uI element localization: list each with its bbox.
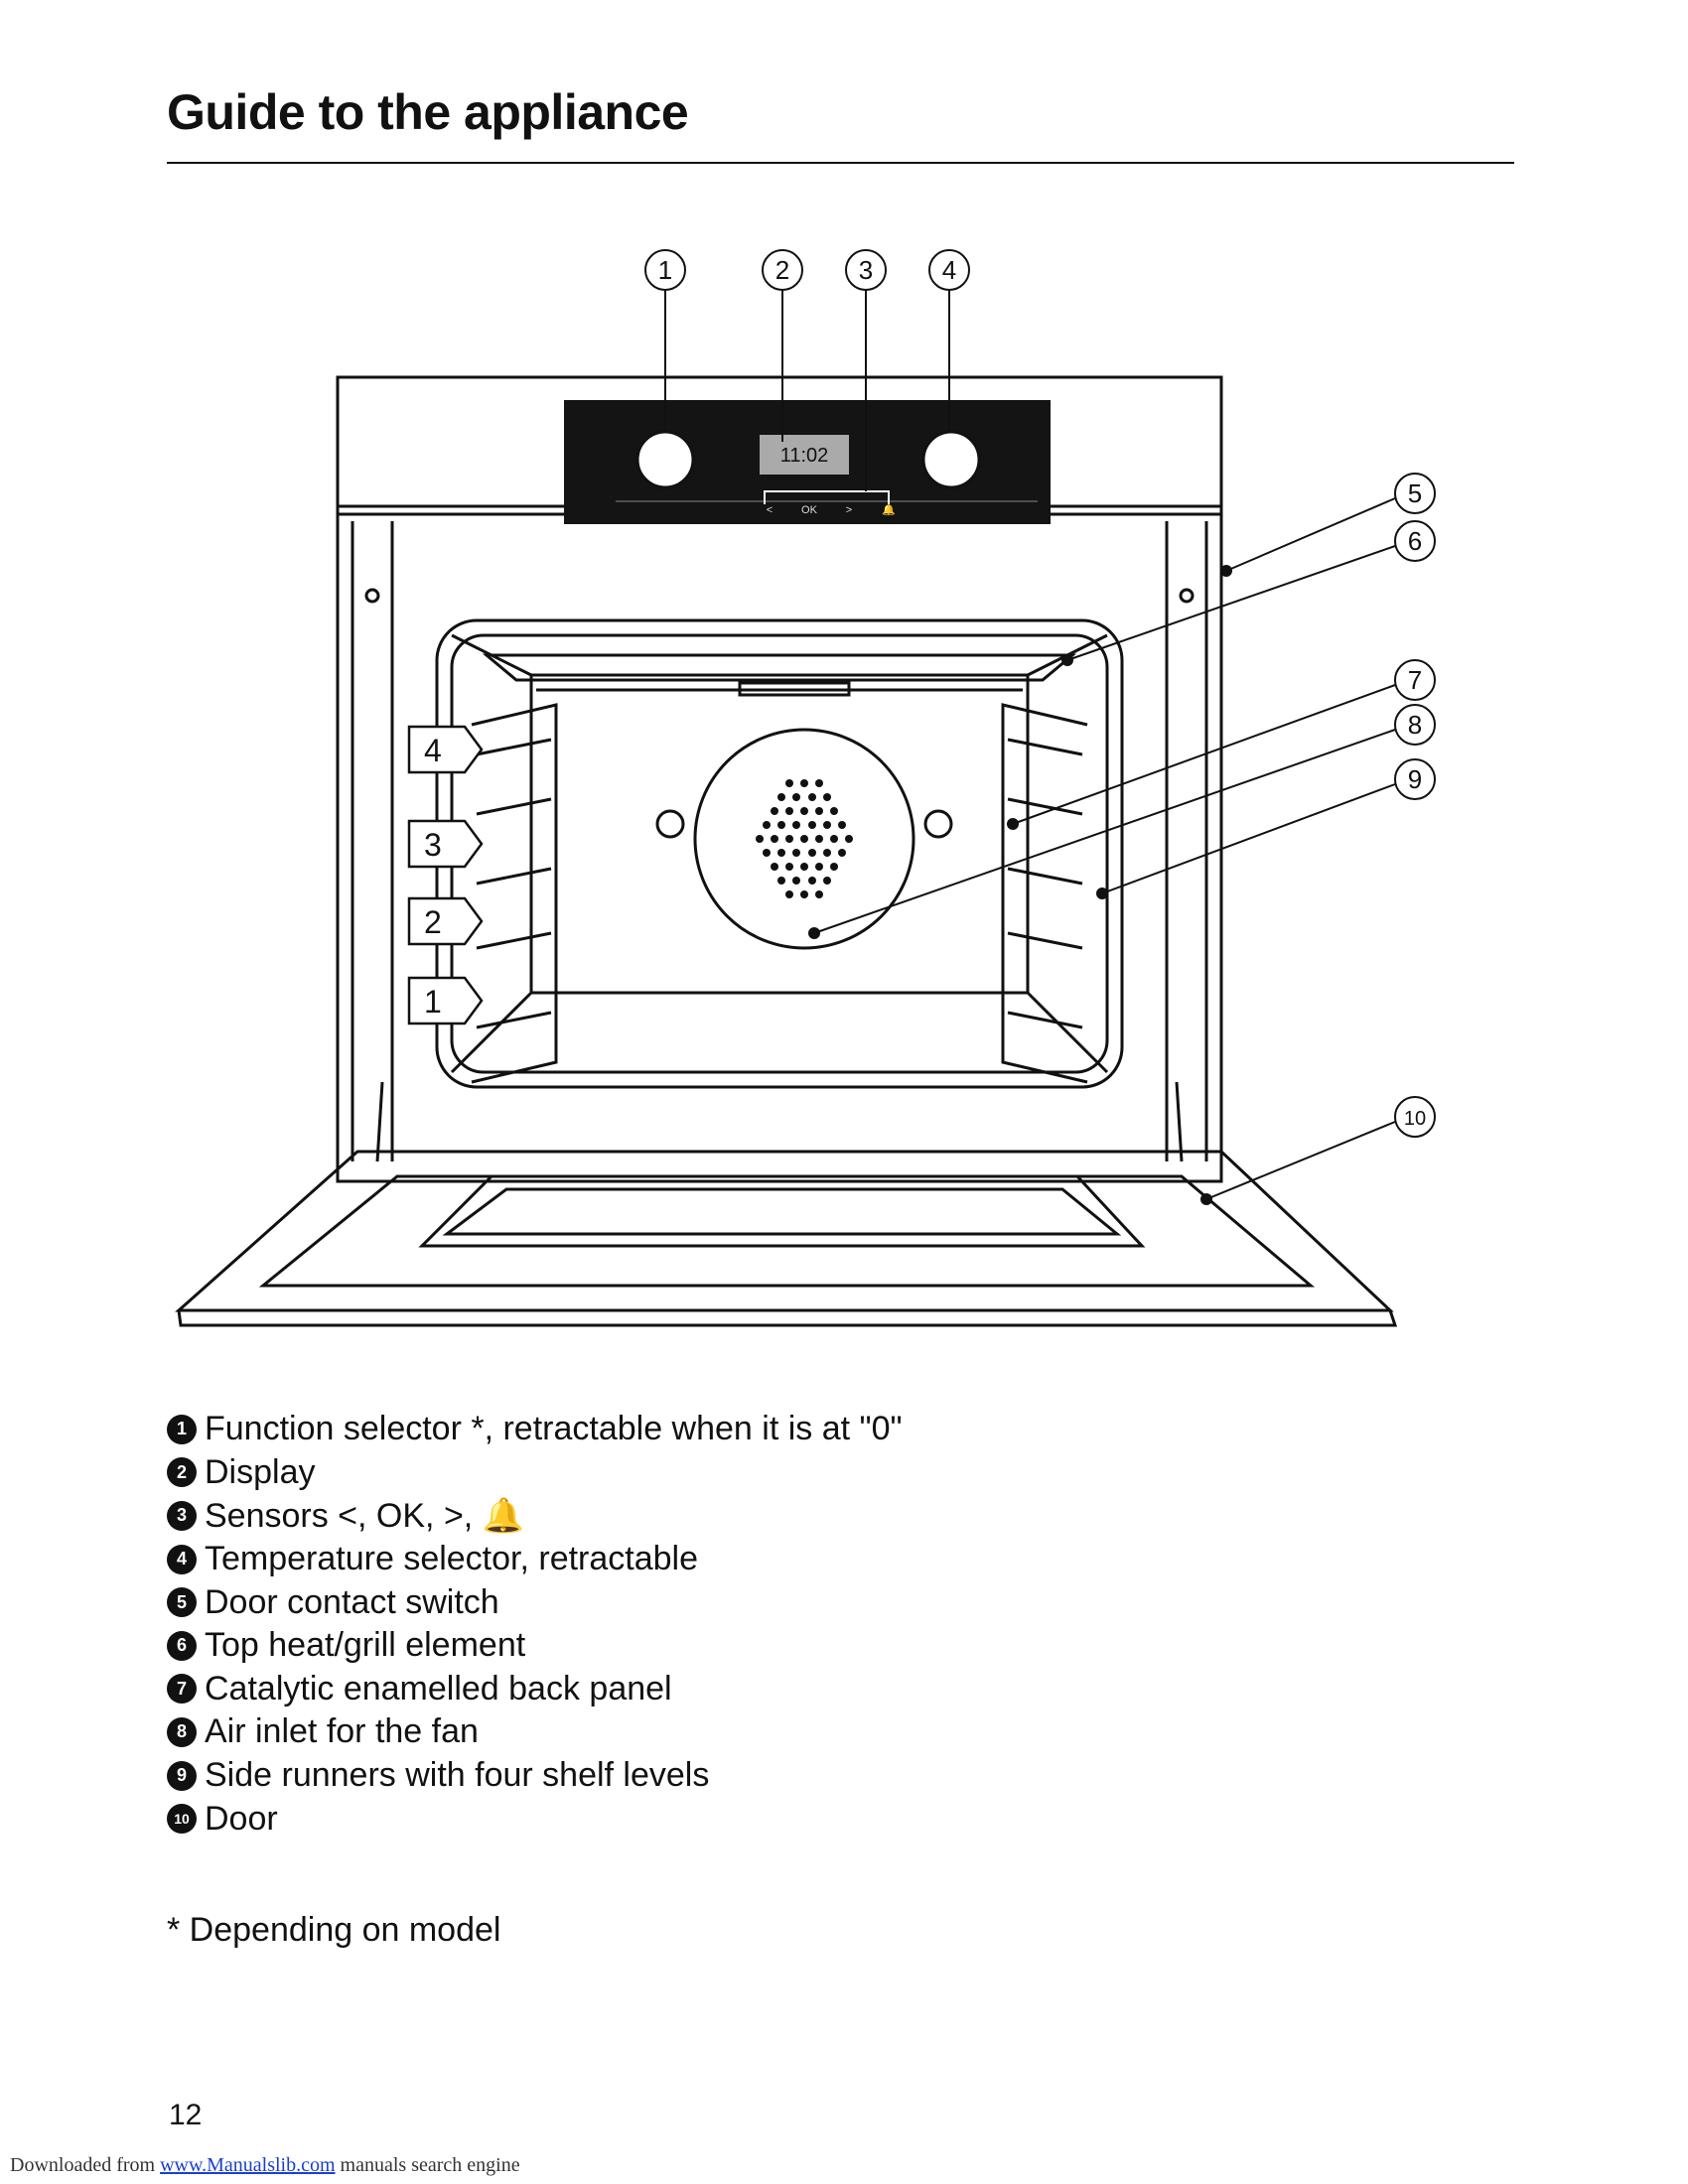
callout-10: 10: [1404, 1108, 1426, 1130]
page-number: 12: [169, 2099, 203, 2131]
svg-text:<: <: [767, 504, 773, 516]
legend-item: 2 Display: [167, 1451, 903, 1495]
display-screen: [760, 435, 849, 475]
oven-diagram: 11:02 < OK > 🔔 1 2 3 4 5 6: [149, 238, 1470, 1360]
legend-number: 2: [167, 1457, 197, 1488]
manualslib-link[interactable]: www.Manualslib.com: [160, 2154, 336, 2176]
top-heat-element: [482, 653, 1077, 682]
callout-5: 5: [1408, 478, 1422, 508]
callout-6: 6: [1408, 526, 1422, 556]
svg-text:>: >: [846, 504, 852, 516]
shelf-level-4: 4: [424, 733, 442, 768]
legend-text: Air inlet for the fan: [205, 1712, 479, 1751]
callout-9: 9: [1408, 764, 1422, 794]
legend-item: 4 Temperature selector, retractable: [167, 1538, 903, 1581]
legend-number: 5: [167, 1587, 197, 1618]
download-footer: Downloaded from www.Manualslib.com manua…: [10, 2154, 520, 2177]
left-side-runners: [471, 703, 558, 1084]
legend-item: 6 Top heat/grill element: [167, 1624, 903, 1668]
door-window: [418, 1174, 1146, 1248]
legend-item: 3 Sensors <, OK, >, 🔔: [167, 1494, 903, 1538]
display-time: 11:02: [780, 445, 829, 467]
oven-illustration: 11:02 < OK > 🔔 1 2 3 4 5 6: [175, 249, 1436, 1327]
legend-text: Sensors <, OK, >, 🔔: [205, 1496, 525, 1535]
legend-number: 10: [167, 1804, 197, 1835]
legend-text: Side runners with four shelf levels: [205, 1756, 710, 1795]
parts-legend: 1 Function selector *, retractable when i…: [167, 1408, 903, 1841]
legend-item: 5 Door contact switch: [167, 1580, 903, 1624]
legend-item: 10 Door: [167, 1797, 903, 1841]
callout-7: 7: [1408, 665, 1422, 695]
fan-cover: [693, 728, 915, 950]
callout-8: 8: [1408, 710, 1422, 740]
callout-1: 1: [658, 255, 672, 285]
legend-item: 8 Air inlet for the fan: [167, 1710, 903, 1754]
shelf-level-2: 2: [424, 904, 442, 940]
legend-number: 3: [167, 1500, 197, 1531]
title-rule: [167, 162, 1514, 164]
right-side-runners: [1001, 703, 1088, 1084]
callout-4: 4: [942, 255, 956, 285]
fan-air-inlet: [756, 779, 853, 898]
legend-text: Catalytic enamelled back panel: [205, 1669, 672, 1707]
legend-item: 1 Function selector *, retractable when i…: [167, 1408, 903, 1451]
legend-text: Top heat/grill element: [205, 1626, 526, 1665]
legend-number: 9: [167, 1760, 197, 1791]
callout-2: 2: [775, 255, 789, 285]
temperature-selector-knob: [921, 430, 981, 489]
legend-number: 7: [167, 1674, 197, 1705]
legend-text: Function selector *, retractable when it…: [205, 1410, 903, 1448]
legend-text: Door contact switch: [205, 1582, 499, 1621]
footnote: * Depending on model: [167, 1911, 501, 1949]
download-suffix: manuals search engine: [340, 2154, 520, 2176]
download-prefix: Downloaded from: [10, 2154, 156, 2176]
legend-number: 1: [167, 1414, 197, 1444]
legend-text: Door: [205, 1799, 278, 1838]
legend-number: 6: [167, 1630, 197, 1661]
back-panel: [529, 673, 1030, 995]
shelf-level-1: 1: [424, 984, 442, 1020]
legend-number: 8: [167, 1716, 197, 1747]
legend-item: 7 Catalytic enamelled back panel: [167, 1668, 903, 1711]
svg-text:🔔: 🔔: [882, 503, 896, 516]
legend-text: Display: [205, 1452, 316, 1491]
legend-number: 4: [167, 1544, 197, 1574]
page-title: Guide to the appliance: [167, 84, 689, 140]
function-selector-knob: [635, 430, 695, 489]
shelf-level-3: 3: [424, 827, 442, 863]
svg-text:OK: OK: [801, 504, 818, 516]
legend-item: 9 Side runners with four shelf levels: [167, 1754, 903, 1798]
legend-text: Temperature selector, retractable: [205, 1540, 699, 1578]
callout-3: 3: [859, 255, 873, 285]
